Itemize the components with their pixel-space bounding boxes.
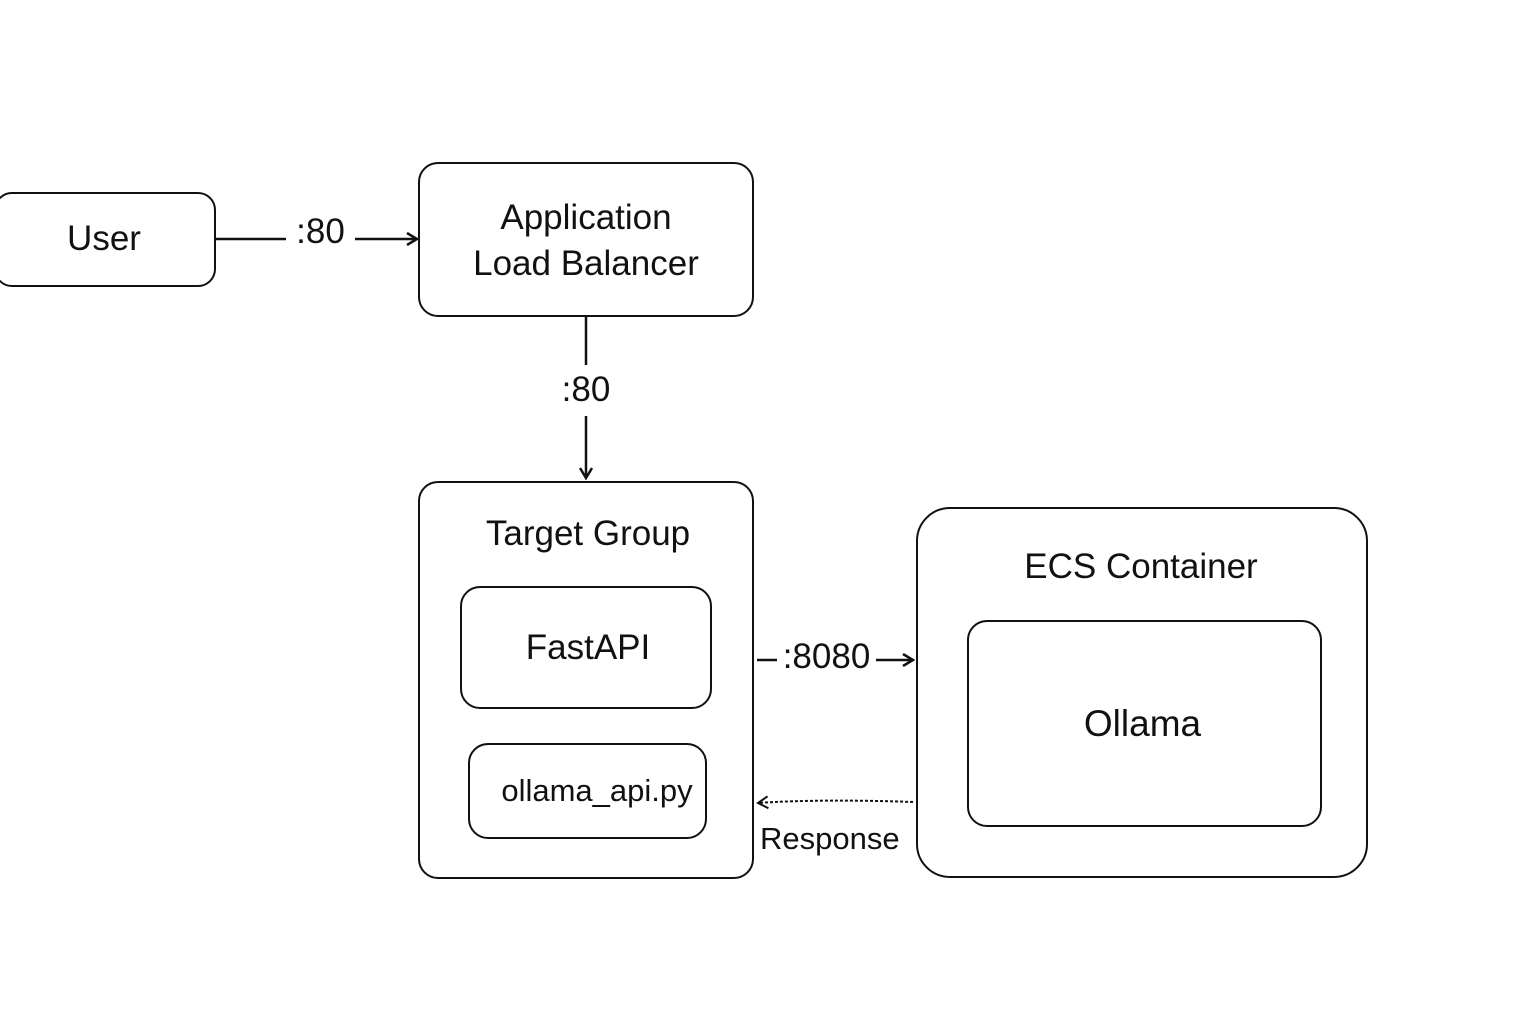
ollama-api-file-node xyxy=(468,743,707,839)
user-node xyxy=(0,192,216,287)
target-group-title: Target Group xyxy=(485,514,691,553)
edge-user-to-alb-label: :80 xyxy=(296,212,345,251)
alb-label-line-1: Application xyxy=(500,198,672,237)
fastapi-node xyxy=(460,586,712,709)
ecs-container-title: ECS Container xyxy=(1024,547,1258,586)
ollama-label: Ollama xyxy=(1083,703,1202,744)
application-load-balancer-node xyxy=(418,162,754,317)
edge-response-label: Response xyxy=(760,821,900,856)
edge-target-group-to-ecs-label: :8080 xyxy=(782,637,871,676)
fastapi-label: FastAPI xyxy=(525,628,651,667)
edge-alb-to-target-group-label: :80 xyxy=(561,370,611,409)
user-label: User xyxy=(67,219,141,258)
ollama-api-file-label: ollama_api.py xyxy=(501,773,693,808)
alb-label-line-2: Load Balancer xyxy=(473,244,699,283)
ollama-node xyxy=(967,620,1322,827)
edge-response-dashed xyxy=(756,795,914,810)
